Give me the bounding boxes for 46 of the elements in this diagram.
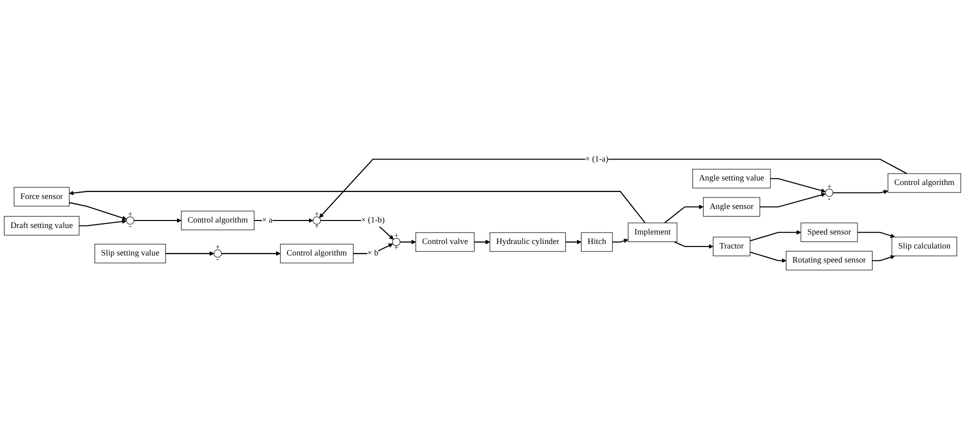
node-box: Implement <box>628 222 678 242</box>
edge-label: × (1-b) <box>361 216 385 225</box>
arrow <box>254 218 314 223</box>
arrow <box>750 252 786 263</box>
node-box: Force sensor <box>14 186 70 206</box>
node-box: Hydraulic cylinder <box>490 232 566 252</box>
arrow <box>664 204 704 224</box>
arrow <box>166 251 214 256</box>
arrow <box>857 232 896 238</box>
node-circle <box>392 238 400 246</box>
edge-label: × (1-a) <box>585 154 608 164</box>
node-circle <box>825 188 834 197</box>
arrow <box>750 230 802 242</box>
node-box: Angle setting value <box>692 168 771 188</box>
arrow <box>474 240 490 244</box>
node-box: Speed sensor <box>800 222 858 242</box>
arrow <box>770 178 826 193</box>
arrow <box>872 254 896 262</box>
node-box: Control algorithm <box>181 210 254 230</box>
arrow <box>69 190 646 224</box>
arrow <box>79 219 127 226</box>
arrow <box>400 240 416 244</box>
node-box: Hitch <box>580 232 613 252</box>
node-box: Slip calculation <box>892 236 958 256</box>
node-box: Angle sensor <box>703 197 760 217</box>
edge-label: × a <box>262 216 273 225</box>
arrow <box>69 202 127 220</box>
node-circle <box>214 250 222 258</box>
node-box: Control valve <box>416 232 474 252</box>
node-box: Control algorithm <box>280 244 354 264</box>
arrow <box>134 218 182 223</box>
node-circle <box>312 216 321 225</box>
arrow <box>566 240 582 244</box>
arrow <box>760 192 826 208</box>
arrow <box>222 251 281 256</box>
arrow <box>833 190 888 194</box>
edge-label: × b <box>367 248 378 258</box>
node-box: Control algorithm <box>888 173 962 193</box>
node-box: Tractor <box>712 236 750 256</box>
arrow <box>612 238 628 244</box>
node-circle <box>126 216 134 225</box>
node-box: Draft setting value <box>4 216 80 236</box>
node-box: Rotating speed sensor <box>786 250 873 270</box>
node-box: Slip setting value <box>94 244 166 264</box>
arrow <box>674 241 714 249</box>
arrow <box>320 220 394 240</box>
